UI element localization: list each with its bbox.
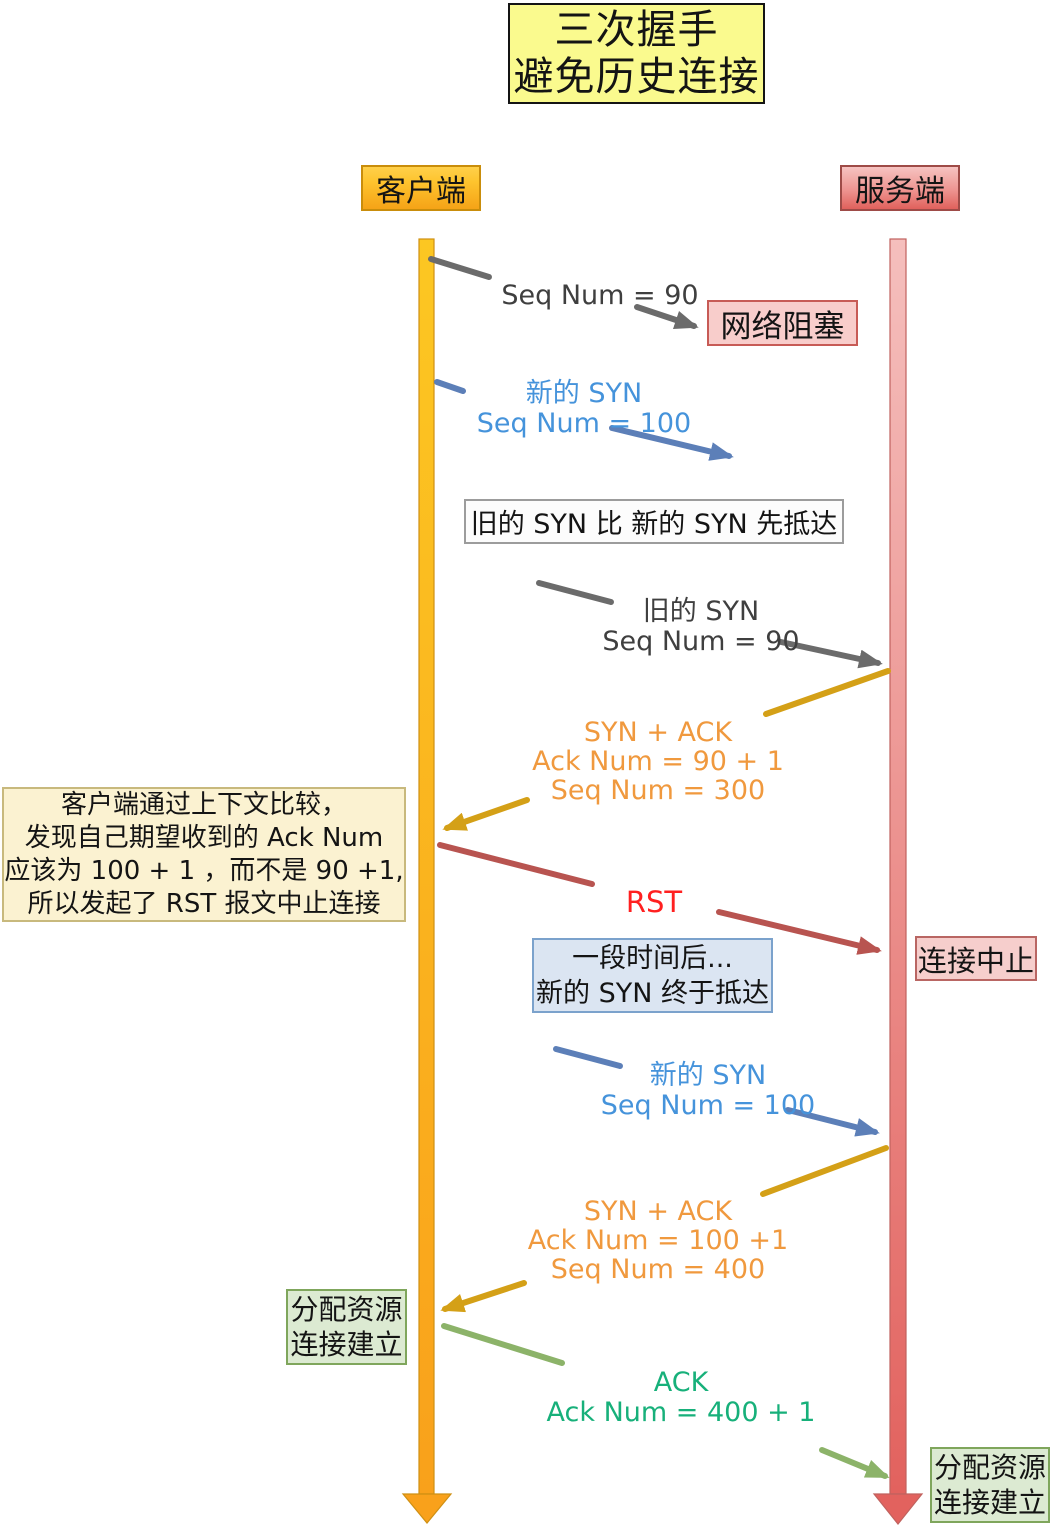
ack-line-start [441, 1323, 565, 1366]
new-syn-arrive-line-start [553, 1046, 623, 1069]
rst-label: RST [626, 888, 682, 917]
old-syn-arrive-label-line-2: Seq Num = 90 [602, 626, 800, 657]
new-syn-arrive-line-arrow [785, 1107, 880, 1137]
network-blocked-box: 网络阻塞 [707, 300, 858, 346]
ack-label-line-2: Ack Num = 400 + 1 [546, 1397, 816, 1428]
client-note-line-3: 应该为 100 + 1 ，而不是 90 +1, [4, 855, 404, 886]
abort-box: 连接中止 [915, 936, 1037, 981]
client-lifeline [401, 238, 453, 1524]
client-actor-text: 客户端 [376, 174, 466, 209]
server-actor-text: 服务端 [855, 174, 945, 209]
diagram-title: 三次握手 避免历史连接 [508, 3, 765, 104]
network-blocked-text: 网络阻塞 [720, 308, 845, 345]
client-established-box: 分配资源 连接建立 [286, 1289, 407, 1365]
syn-ack-new-label-line-3: Seq Num = 400 [550, 1254, 766, 1285]
server-lifeline [872, 238, 924, 1525]
syn-ack-old-line-start [763, 668, 891, 717]
delay-line-2: 新的 SYN 终于抵达 [536, 977, 769, 1009]
rst-line-arrow [716, 909, 882, 955]
delay-line-1: 一段时间后... [572, 942, 733, 974]
syn-ack-old-label-line-2: Ack Num = 90 + 1 [532, 746, 784, 777]
delay-box: 一段时间后... 新的 SYN 终于抵达 [532, 938, 773, 1013]
old-syn-arrive-label: 旧的 SYN Seq Num = 90 [602, 597, 799, 657]
server-established-line-1: 分配资源 [933, 1451, 1046, 1484]
old-syn-send-line-arrow [634, 304, 699, 330]
new-syn-send-label-line-2: Seq Num = 100 [476, 408, 692, 439]
new-syn-send-label-line-1: 新的 SYN [525, 378, 643, 409]
new-syn-send-label: 新的 SYN Seq Num = 100 [477, 379, 691, 439]
ack-label-line-1: ACK [653, 1367, 709, 1398]
old-syn-send-line-start [428, 256, 492, 280]
race-note-text: 旧的 SYN 比 新的 SYN 先抵达 [470, 509, 838, 540]
new-syn-arrive-label-line-1: 新的 SYN [649, 1060, 767, 1091]
title-line-1: 三次握手 [554, 6, 719, 53]
new-syn-send-line-start [434, 379, 466, 394]
server-established-box: 分配资源 连接建立 [930, 1447, 1050, 1523]
syn-ack-new-label: SYN + ACK Ack Num = 100 +1 Seq Num = 400 [528, 1197, 788, 1284]
client-established-line-2: 连接建立 [290, 1328, 403, 1361]
old-syn-send-label-line-1: Seq Num = 90 [501, 280, 699, 311]
syn-ack-new-label-line-1: SYN + ACK [583, 1196, 733, 1227]
ack-label: ACK Ack Num = 400 + 1 [547, 1368, 816, 1428]
client-note-line-4: 所以发起了 RST 报文中止连接 [27, 888, 381, 919]
syn-ack-old-label-line-3: Seq Num = 300 [550, 775, 766, 806]
abort-text: 连接中止 [917, 943, 1034, 978]
syn-ack-new-line-start [760, 1145, 889, 1197]
syn-ack-new-line-arrow [440, 1280, 527, 1313]
client-note-line-1: 客户端通过上下文比较， [60, 789, 347, 820]
server-actor-label: 服务端 [840, 165, 960, 211]
old-syn-arrive-line-start [536, 580, 614, 605]
old-syn-arrive-label-line-1: 旧的 SYN [642, 596, 760, 627]
new-syn-send-line-arrow [609, 425, 734, 461]
new-syn-arrive-label-line-2: Seq Num = 100 [600, 1090, 816, 1121]
ack-line-arrow [819, 1447, 890, 1479]
server-established-line-2: 连接建立 [933, 1486, 1046, 1519]
client-established-line-1: 分配资源 [290, 1293, 403, 1326]
syn-ack-new-label-line-2: Ack Num = 100 +1 [527, 1225, 789, 1256]
syn-ack-old-label: SYN + ACK Ack Num = 90 + 1 Seq Num = 300 [532, 718, 784, 805]
old-syn-arrive-line-arrow [778, 639, 883, 669]
client-note-line-2: 发现自己期望收到的 Ack Num [24, 822, 384, 853]
client-note-box: 客户端通过上下文比较， 发现自己期望收到的 Ack Num 应该为 100 + … [2, 787, 406, 922]
new-syn-arrive-label: 新的 SYN Seq Num = 100 [601, 1061, 815, 1121]
rst-line-start [437, 842, 595, 887]
race-note-box: 旧的 SYN 比 新的 SYN 先抵达 [464, 499, 844, 544]
client-actor-label: 客户端 [361, 165, 481, 211]
rst-label-line-1: RST [625, 885, 683, 919]
old-syn-send-label: Seq Num = 90 [501, 281, 698, 310]
title-line-2: 避免历史连接 [513, 53, 760, 100]
syn-ack-old-label-line-1: SYN + ACK [583, 717, 733, 748]
syn-ack-old-line-arrow [442, 797, 530, 831]
